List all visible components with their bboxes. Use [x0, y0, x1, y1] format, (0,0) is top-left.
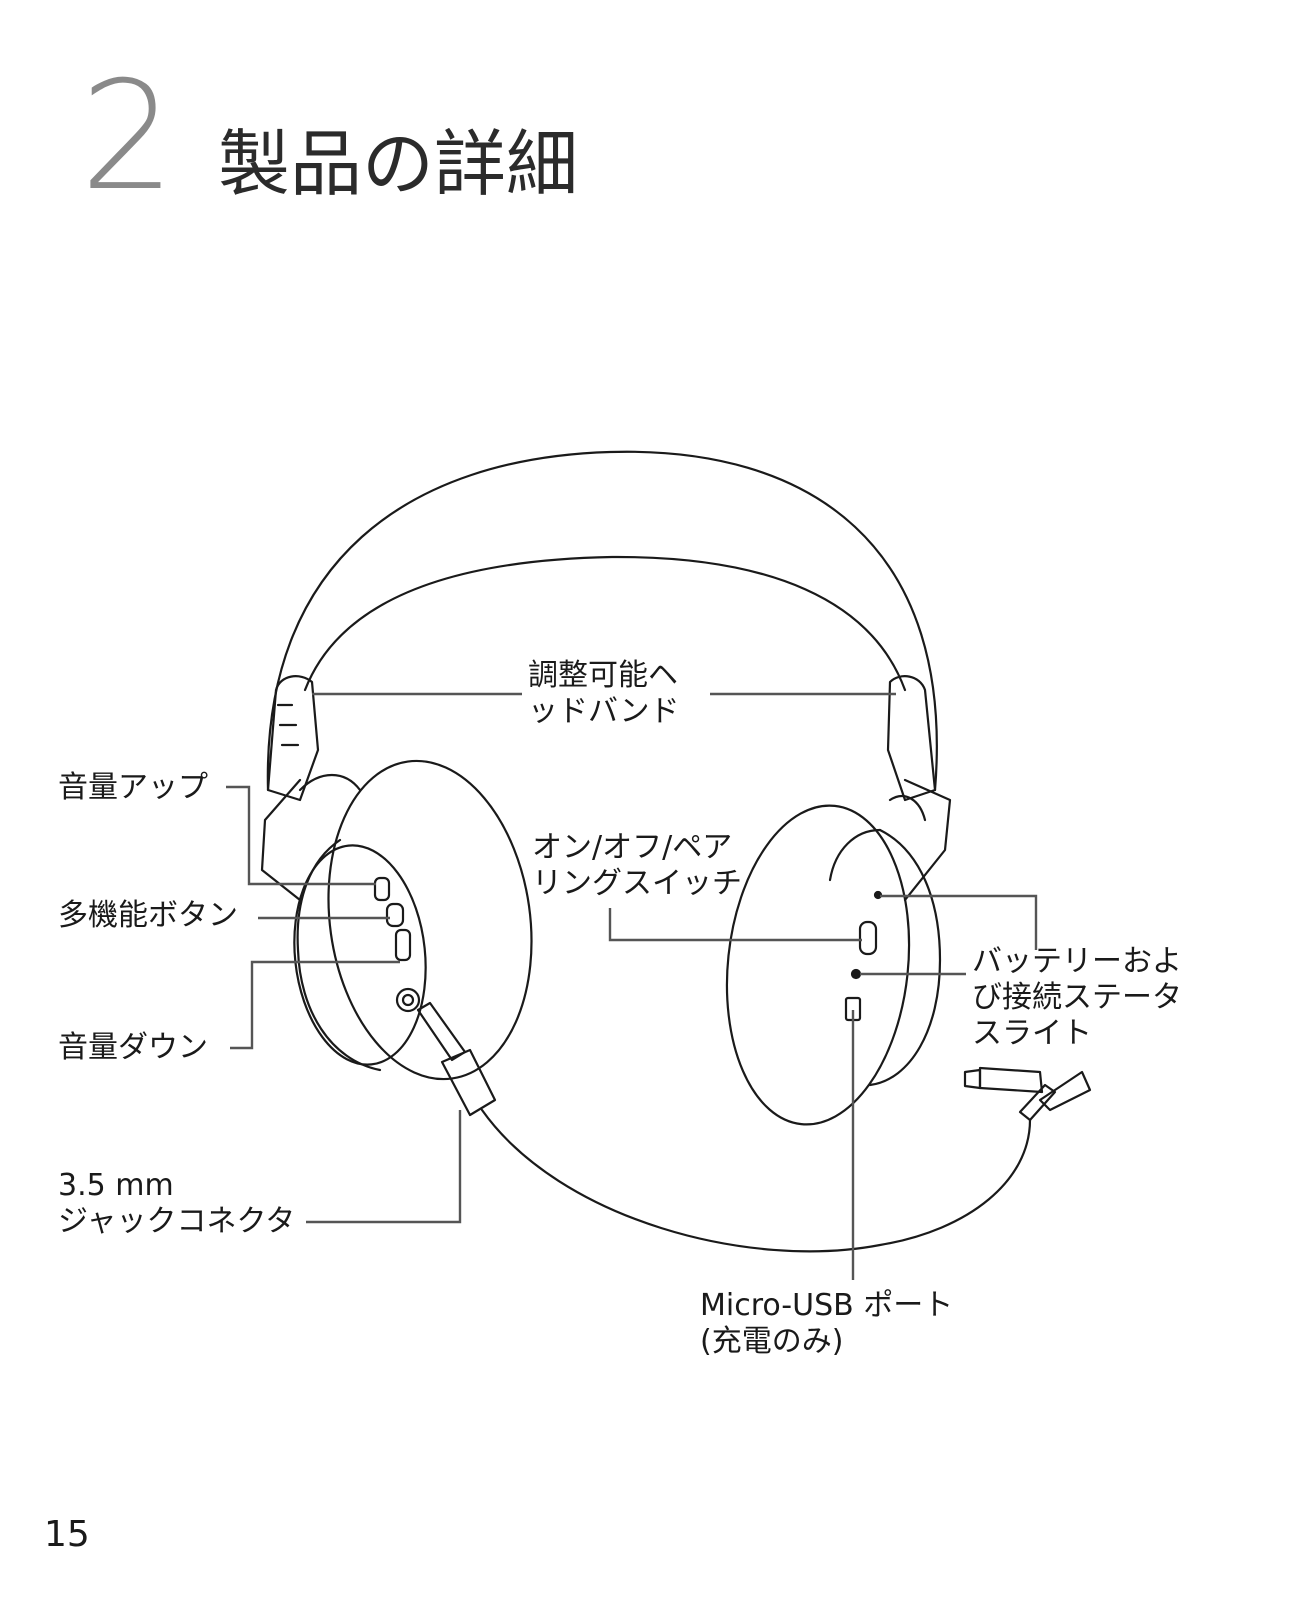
usb-label-line2: (充電のみ): [700, 1324, 844, 1359]
jack-label-line2: ジャックコネクタ: [58, 1204, 296, 1239]
callout-lines: [226, 692, 1038, 1280]
switch-leader: [608, 908, 862, 942]
usb-label-line1: Micro-USB ポート: [700, 1288, 954, 1323]
switch-label-line2: リングスイッチ: [532, 866, 742, 901]
headband-label: 調整可能ヘ ッドバンド: [528, 658, 680, 730]
volume-up-leader: [226, 785, 376, 886]
page-number: 15: [44, 1514, 90, 1555]
volume-down-leader: [230, 960, 400, 1050]
status-light-leader: [880, 894, 1038, 950]
headband-label-line1: 調整可能ヘ: [528, 658, 678, 693]
jack-leader: [306, 1110, 462, 1224]
volume-up-label: 音量アップ: [58, 770, 208, 806]
multifunction-label-line1: 多機能ボタン: [58, 898, 238, 933]
chapter-title: 製品の詳細: [218, 122, 579, 206]
volume-up-label-line1: 音量アップ: [58, 770, 208, 805]
status-light-label-line1: バッテリーおよ: [972, 944, 1182, 979]
headband-label-line2: ッドバンド: [528, 694, 680, 729]
chapter-number: 2: [80, 50, 176, 224]
switch-label: オン/オフ/ペア リングスイッチ: [532, 830, 742, 902]
usb-label: Micro-USB ポート (充電のみ): [700, 1288, 953, 1360]
status-light-label-line3: スライト: [972, 1016, 1092, 1051]
status-light-label: バッテリーおよ び接続ステータ スライト: [972, 944, 1182, 1052]
switch-label-line1: オン/オフ/ペア: [532, 830, 733, 865]
volume-down-label: 音量ダウン: [58, 1030, 208, 1066]
volume-down-label-line1: 音量ダウン: [58, 1030, 208, 1065]
jack-label: 3.5 mm ジャックコネクタ: [58, 1168, 295, 1240]
multifunction-label: 多機能ボタン: [58, 898, 238, 934]
status-light-label-line2: び接続ステータ: [972, 980, 1182, 1015]
jack-label-line1: 3.5 mm: [58, 1168, 174, 1203]
